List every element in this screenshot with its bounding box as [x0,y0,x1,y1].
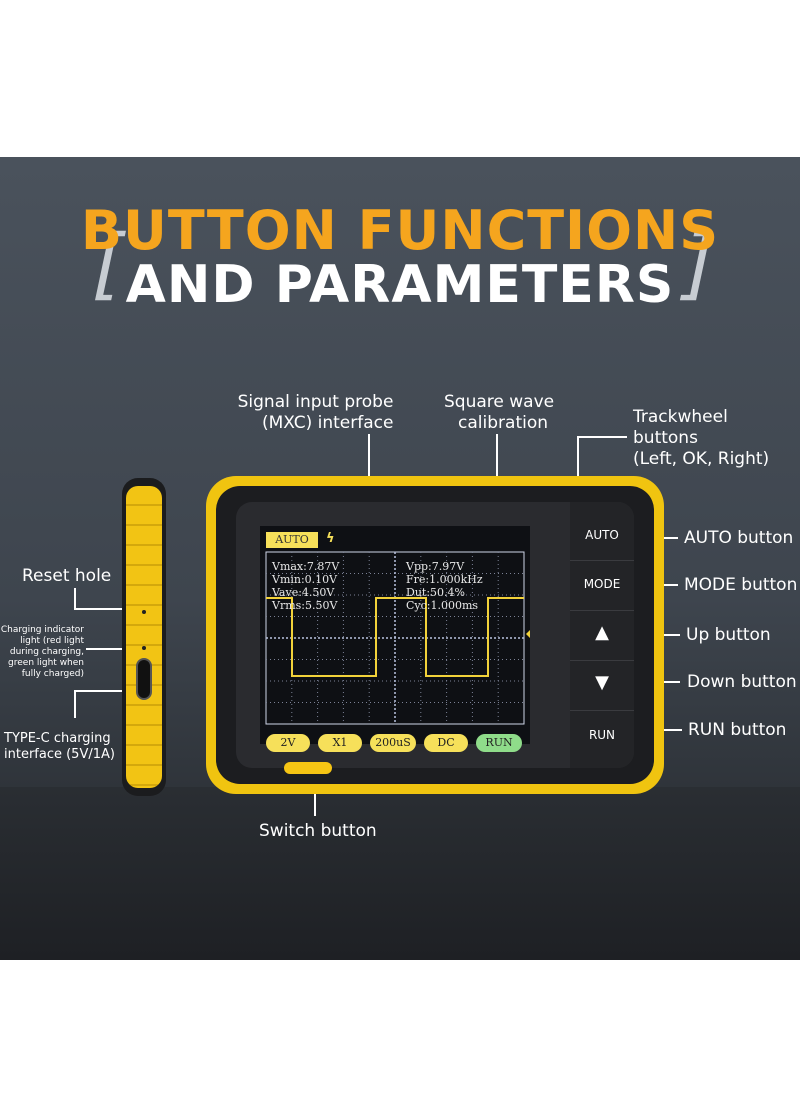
callout-up-button: Up button [686,625,771,645]
chip-probe[interactable]: X1 [318,734,362,752]
callout-trackwheel-l1: Trackwheel [633,407,728,427]
side-yellow-grip [126,486,162,788]
callout-signal-probe-l2: (MXC) interface [262,413,394,433]
device-side-view [122,478,166,796]
callout-auto-button: AUTO button [684,528,794,548]
btn-sep-1 [570,560,634,561]
title-line1: BUTTON FUNCTIONS [80,199,720,262]
callout-charging-l1: Charging indicator [0,625,84,635]
cycle-readout: Cyc:1.000ms [406,599,479,612]
callout-trackwheel-l2: buttons [633,428,698,448]
leader-reset-v [74,588,76,610]
down-button[interactable]: ▼ [595,672,609,693]
leader-type-c-v [74,690,76,718]
vmax-readout: Vmax:7.87V [272,560,340,573]
charging-indicator-light [142,646,146,650]
chip-volts[interactable]: 2V [266,734,310,752]
callout-down-button: Down button [687,672,797,692]
callout-switch-button: Switch button [259,821,377,841]
leader-reset [74,608,138,610]
mode-button[interactable]: MODE [583,577,621,591]
lightning-icon: ϟ [326,531,335,546]
callout-square-wave-l1: Square wave [444,392,555,412]
duty-readout: Dut:50.4% [406,586,465,599]
callout-type-c-l2: interface (5V/1A) [4,747,115,762]
oscilloscope-device: AUTO MODE ▲ ▼ RUN AUTO ϟ Vmax:7.87V Vmin… [206,476,664,794]
callout-charging-l3: during charging, [9,647,84,657]
button-panel [570,502,634,768]
up-button[interactable]: ▲ [595,622,609,643]
reset-hole[interactable] [142,610,146,614]
switch-button[interactable] [284,762,332,774]
callout-type-c-l1: TYPE-C charging [4,731,111,746]
btn-sep-2 [570,610,634,611]
leader-type-c-h [74,690,138,692]
callout-square-wave-l2: calibration [458,413,549,433]
run-button[interactable]: RUN [588,728,616,742]
btn-sep-4 [570,710,634,711]
callout-signal-probe-l1: Signal input probe [237,392,394,412]
floor-shadow [0,787,800,960]
vpp-readout: Vpp:7.97V [406,560,465,573]
measurements-right: Vpp:7.97V Fre:1.000kHz Dut:50.4% Cyc:1.0… [406,560,483,612]
leader-charging [86,648,138,650]
waveform-svg [265,551,530,725]
auto-mode-tab: AUTO [266,532,318,548]
auto-button[interactable]: AUTO [585,528,619,542]
freq-readout: Fre:1.000kHz [406,573,483,586]
btn-sep-3 [570,660,634,661]
chip-run[interactable]: RUN [476,734,522,752]
callout-charging-l4: green light when [8,658,84,668]
vrms-readout: Vrms:5.50V [272,599,338,612]
callout-charging-indicator: Charging indicator light (red light duri… [0,625,84,680]
chip-timebase[interactable]: 200uS [370,734,416,752]
callout-charging-l2: light (red light [20,636,84,646]
chip-coupling[interactable]: DC [424,734,468,752]
leader-trackwheel-h [577,436,627,438]
leader-square-wave [496,434,498,480]
callout-run-button: RUN button [688,720,787,740]
title-line2: AND PARAMETERS [125,255,675,315]
vmin-readout: Vmin:0.10V [272,573,338,586]
callout-charging-l5: fully charged) [21,669,84,679]
type-c-port[interactable] [136,658,152,700]
oscilloscope-screen: AUTO ϟ Vmax:7.87V Vmin:0.10V Vave:4.50V … [260,526,530,752]
vave-readout: Vave:4.50V [272,586,335,599]
banner-panel: [ ] BUTTON FUNCTIONS AND PARAMETERS [0,157,800,960]
callout-type-c: TYPE-C charging interface (5V/1A) [4,731,115,763]
callout-trackwheel-l3: (Left, OK, Right) [633,449,770,469]
leader-trackwheel-v [577,436,579,482]
callout-trackwheel: Trackwheel buttons (Left, OK, Right) [633,407,769,470]
callout-mode-button: MODE button [684,575,798,595]
measurements-left: Vmax:7.87V Vmin:0.10V Vave:4.50V Vrms:5.… [272,560,339,612]
callout-signal-probe: Signal input probe (MXC) interface [232,392,394,434]
callout-square-wave: Square wave calibration [444,392,554,434]
leader-signal-probe [368,434,370,480]
callout-reset-hole: Reset hole [22,566,112,586]
